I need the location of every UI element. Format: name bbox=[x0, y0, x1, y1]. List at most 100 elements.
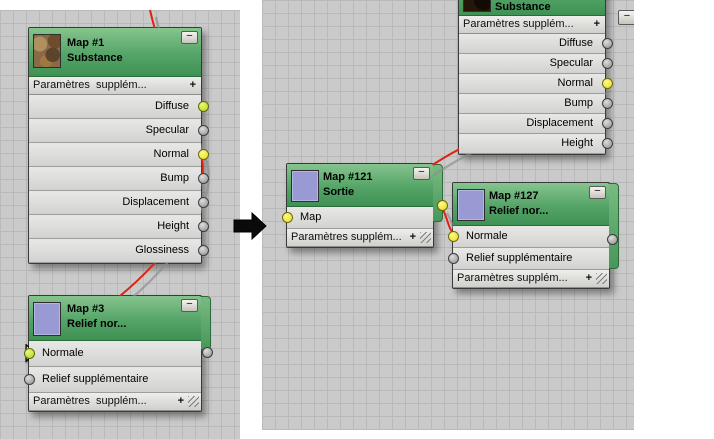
socket-bump[interactable] bbox=[198, 173, 209, 184]
socket-diffuse[interactable] bbox=[198, 101, 209, 112]
socket-relief-supplementaire[interactable] bbox=[448, 253, 459, 264]
minimize-button[interactable]: − bbox=[618, 10, 634, 25]
slot-label: Displacement bbox=[526, 117, 593, 129]
node-subtitle: Relief nor... bbox=[489, 205, 549, 217]
normal-map-thumbnail[interactable] bbox=[457, 189, 485, 221]
socket-displacement[interactable] bbox=[602, 118, 613, 129]
node-title: Map #121 bbox=[323, 171, 373, 183]
params-label: Paramètres supplém... bbox=[457, 272, 568, 284]
node-map1-substance[interactable]: Map #1 Substance − Paramètres supplém...… bbox=[28, 27, 209, 264]
socket-height[interactable] bbox=[198, 221, 209, 232]
socket-specular[interactable] bbox=[198, 125, 209, 136]
params-row[interactable]: Paramètres supplém... + bbox=[287, 229, 433, 247]
slot-height: Height bbox=[459, 134, 613, 154]
socket-normale[interactable] bbox=[24, 348, 35, 359]
node-output-socket[interactable] bbox=[202, 347, 213, 358]
node-header[interactable]: Map #1 Substance − bbox=[29, 28, 201, 77]
params-label: Paramètres supplém... bbox=[463, 18, 574, 30]
slot-map: Map bbox=[282, 207, 433, 229]
node-header[interactable]: Substance bbox=[459, 0, 605, 16]
expand-plus-icon[interactable]: + bbox=[585, 272, 592, 284]
resize-grip-icon[interactable] bbox=[188, 396, 199, 407]
minimize-button[interactable]: − bbox=[589, 186, 606, 199]
slot-label: Normale bbox=[42, 347, 84, 359]
node-subtitle: Relief nor... bbox=[67, 318, 127, 330]
params-row[interactable]: Paramètres supplém... + bbox=[29, 77, 201, 95]
node-header[interactable]: Map #127 Relief nor... − bbox=[453, 183, 609, 226]
socket-displacement[interactable] bbox=[198, 197, 209, 208]
params-label: Paramètres supplém... bbox=[33, 79, 147, 91]
slot-label: Relief supplémentaire bbox=[42, 373, 149, 385]
socket-height[interactable] bbox=[602, 138, 613, 149]
socket-diffuse[interactable] bbox=[602, 38, 613, 49]
output-map-thumbnail[interactable] bbox=[291, 170, 319, 202]
minimize-button[interactable]: − bbox=[413, 167, 430, 180]
node-title: Substance bbox=[495, 1, 551, 13]
expand-plus-icon[interactable]: + bbox=[593, 18, 600, 30]
minimize-button[interactable]: − bbox=[181, 299, 198, 312]
socket-normale[interactable] bbox=[448, 231, 459, 242]
params-row[interactable]: Paramètres supplém... + bbox=[453, 270, 609, 288]
resize-grip-icon[interactable] bbox=[596, 273, 607, 284]
slot-label: Relief supplémentaire bbox=[466, 252, 573, 264]
socket-map[interactable] bbox=[282, 212, 293, 223]
slot-label: Normal bbox=[153, 148, 189, 160]
node-map3-relief[interactable]: Map #3 Relief nor... − Normale Relief su… bbox=[24, 295, 213, 412]
socket-normal[interactable] bbox=[198, 149, 209, 160]
node-canvas-before[interactable]: Map #1 Substance − Paramètres supplém...… bbox=[0, 10, 240, 439]
node-map121-sortie[interactable]: Map #121 Sortie − Map Paramètres supplém… bbox=[282, 163, 448, 248]
slot-normal: Normal bbox=[459, 74, 613, 94]
slot-label: Bump bbox=[160, 172, 189, 184]
slot-label: Glossiness bbox=[135, 244, 189, 256]
socket-relief-supplementaire[interactable] bbox=[24, 374, 35, 385]
expand-plus-icon[interactable]: + bbox=[177, 395, 184, 407]
params-label: Paramètres supplém... bbox=[33, 395, 147, 407]
slot-specular: Specular bbox=[29, 119, 209, 143]
resize-grip-icon[interactable] bbox=[420, 232, 431, 243]
normal-map-thumbnail[interactable] bbox=[33, 302, 61, 336]
substance-texture-thumbnail[interactable] bbox=[463, 0, 491, 12]
socket-bump[interactable] bbox=[602, 98, 613, 109]
node-subtitle: Substance bbox=[67, 52, 123, 64]
socket-normal[interactable] bbox=[602, 78, 613, 89]
node-output-socket[interactable] bbox=[607, 234, 618, 245]
slot-label: Normal bbox=[557, 77, 593, 89]
slot-normale: Normale bbox=[24, 341, 201, 367]
node-canvas-after[interactable]: Substance Paramètres supplém... + Diffus… bbox=[262, 0, 634, 430]
minimize-button[interactable]: − bbox=[181, 31, 198, 44]
node-output-socket[interactable] bbox=[437, 200, 448, 211]
slot-normal: Normal bbox=[29, 143, 209, 167]
slot-bump: Bump bbox=[459, 94, 613, 114]
slot-label: Map bbox=[300, 211, 322, 223]
node-title: Map #127 bbox=[489, 190, 539, 202]
node-title: Map #3 bbox=[67, 303, 105, 315]
slot-label: Specular bbox=[549, 57, 593, 69]
slot-label: Displacement bbox=[122, 196, 189, 208]
expand-plus-icon[interactable]: + bbox=[409, 231, 416, 243]
slot-label: Diffuse bbox=[154, 100, 189, 112]
substance-texture-thumbnail[interactable] bbox=[33, 34, 61, 68]
node-map127-relief[interactable]: Map #127 Relief nor... − Normale Relief … bbox=[448, 182, 619, 289]
slot-normale: Normale bbox=[448, 226, 609, 248]
expand-plus-icon[interactable]: + bbox=[189, 79, 196, 91]
slot-bump: Bump bbox=[29, 167, 209, 191]
slot-label: Height bbox=[157, 220, 189, 232]
slot-label: Bump bbox=[564, 97, 593, 109]
slot-label: Normale bbox=[466, 230, 508, 242]
socket-glossiness[interactable] bbox=[198, 245, 209, 256]
node-header[interactable]: Map #3 Relief nor... − bbox=[29, 296, 201, 341]
node-title: Map #1 bbox=[67, 37, 105, 49]
socket-specular[interactable] bbox=[602, 58, 613, 69]
slot-diffuse: Diffuse bbox=[29, 95, 209, 119]
slot-displacement: Displacement bbox=[459, 114, 613, 134]
node-header[interactable]: Map #121 Sortie − bbox=[287, 164, 433, 207]
node-substance[interactable]: Substance Paramètres supplém... + Diffus… bbox=[458, 0, 613, 155]
slot-displacement: Displacement bbox=[29, 191, 209, 215]
slot-label: Diffuse bbox=[558, 37, 593, 49]
params-row[interactable]: Paramètres supplém... + bbox=[29, 393, 201, 411]
slot-specular: Specular bbox=[459, 54, 613, 74]
slot-label: Height bbox=[561, 137, 593, 149]
params-row[interactable]: Paramètres supplém... + bbox=[459, 16, 605, 34]
slot-glossiness: Glossiness bbox=[29, 239, 209, 263]
